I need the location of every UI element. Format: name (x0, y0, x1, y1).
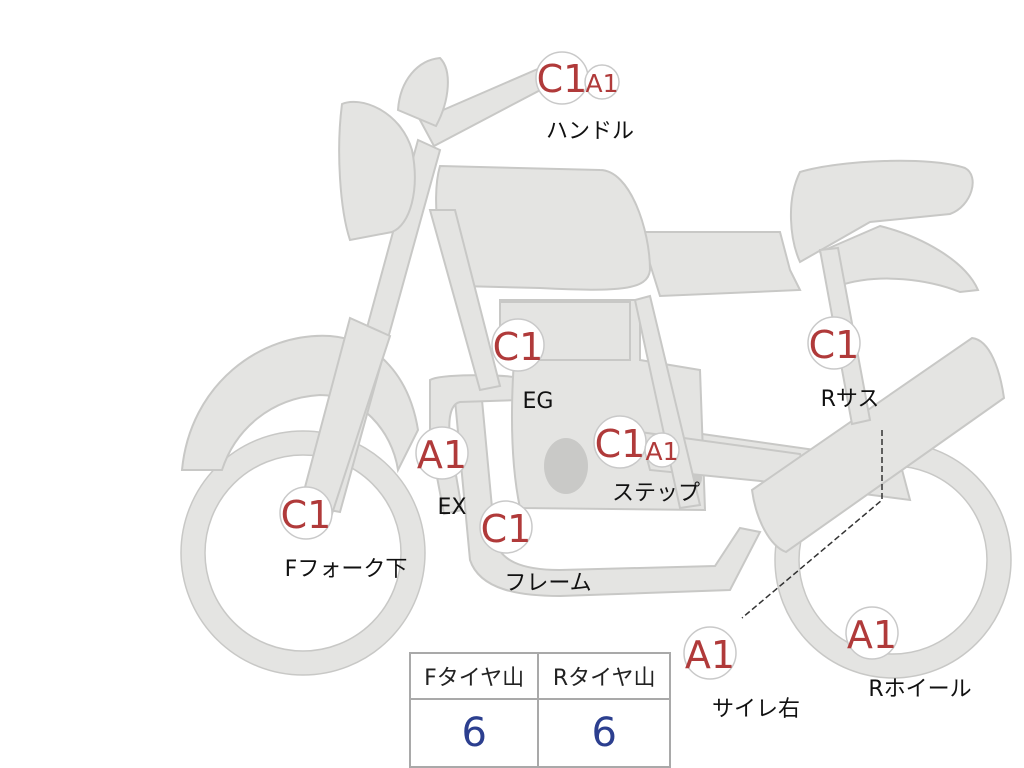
tire-tread-table: Fタイヤ山 Rタイヤ山 6 6 (408, 652, 671, 768)
tail-cowl (818, 224, 980, 294)
muffler (750, 336, 1006, 554)
marker-code: A1 (847, 613, 897, 657)
marker-label: ハンドル (546, 119, 634, 144)
marker-handle: C1 A1 ハンドル (535, 51, 634, 144)
marker-label: フレーム (504, 571, 591, 596)
marker-code: A1 (645, 437, 678, 466)
marker-ffork: C1 Fフォーク下 (279, 486, 408, 582)
front-wheel-inner-outline (204, 454, 402, 652)
front-wheel-outline (180, 430, 426, 676)
headlight (338, 100, 416, 242)
marker-ex: A1 EX (415, 426, 469, 520)
marker-code: A1 (685, 633, 735, 677)
seat (790, 159, 974, 264)
marker-rsus: C1 Rサス (807, 316, 880, 412)
front-wheel (181, 431, 425, 675)
rear-tire-value: 6 (537, 698, 671, 768)
marker-step: C1 A1 ステップ (593, 415, 700, 506)
marker-code: C1 (281, 493, 332, 537)
marker-code: C1 (595, 422, 646, 466)
marker-label: ステップ (612, 481, 700, 506)
rear-tire-header: Rタイヤ山 (537, 652, 671, 700)
front-tire-value: 6 (408, 698, 540, 768)
marker-code: C1 (493, 325, 544, 369)
marker-frame: C1 フレーム (479, 500, 592, 596)
frame-main (428, 209, 502, 392)
marker-code: A1 (417, 433, 467, 477)
engine-cover (544, 438, 588, 494)
marker-code: C1 (537, 57, 588, 101)
marker-label: EX (438, 495, 467, 520)
marker-code: C1 (809, 323, 860, 367)
marker-label: Rサス (821, 387, 880, 412)
frame-rear (633, 294, 702, 510)
marker-label: サイレ右 (712, 697, 800, 722)
marker-label: Rホイール (868, 677, 971, 702)
front-tire-header: Fタイヤ山 (408, 652, 540, 700)
marker-code: A1 (585, 69, 618, 98)
side-cover (638, 231, 802, 298)
motorcycle-illustration (180, 56, 1012, 679)
marker-rwheel: A1 Rホイール (845, 606, 972, 702)
marker-code: C1 (481, 507, 532, 551)
mirror (396, 56, 449, 128)
marker-label: Fフォーク下 (285, 557, 408, 582)
marker-eg: C1 EG (491, 318, 554, 414)
marker-label: EG (523, 389, 554, 414)
marker-muffler: A1 サイレ右 (683, 626, 800, 722)
muffler-leader-line (741, 430, 883, 619)
